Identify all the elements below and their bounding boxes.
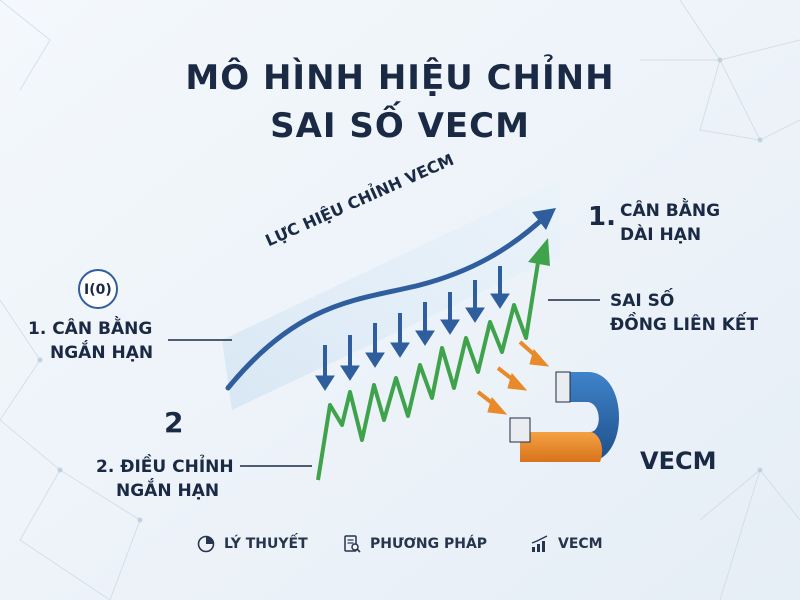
document-search-icon bbox=[344, 535, 361, 553]
down-arrow bbox=[490, 266, 510, 309]
orange-arrow bbox=[518, 340, 550, 367]
footer-label: PHƯƠNG PHÁP bbox=[370, 536, 488, 552]
step-number: 2 bbox=[164, 406, 184, 439]
i0-badge-text: I(0) bbox=[84, 282, 112, 298]
footer-item-theory[interactable]: LÝ THUYẾT bbox=[196, 534, 308, 554]
background-band bbox=[222, 180, 560, 410]
orange-arrow bbox=[496, 366, 528, 391]
down-arrow bbox=[465, 280, 485, 323]
pie-chart-icon bbox=[197, 535, 215, 553]
magnet-icon bbox=[509, 371, 620, 462]
cointegration-line-1: SAI SỐ bbox=[610, 291, 675, 311]
i0-badge-circle bbox=[78, 269, 118, 309]
down-arrow bbox=[390, 313, 410, 358]
short-run-arrowhead bbox=[528, 238, 550, 266]
short-eq-line-1: 1. CÂN BẰNG bbox=[28, 319, 153, 339]
vecm-force-arrow bbox=[225, 211, 551, 391]
footer-item-vecm[interactable]: VECM bbox=[530, 534, 603, 554]
cointegration-line-2: ĐỒNG LIÊN KẾT bbox=[610, 315, 759, 335]
correction-arrows bbox=[315, 266, 510, 391]
down-arrow bbox=[415, 302, 435, 346]
magnet-label: VECM bbox=[640, 447, 717, 475]
long-run-line-2: DÀI HẠN bbox=[620, 225, 702, 245]
short-adj-line-1: 2. ĐIỀU CHỈNH bbox=[96, 457, 234, 477]
down-arrow bbox=[440, 292, 460, 335]
title-line-1: MÔ HÌNH HIỆU CHỈNH bbox=[185, 58, 615, 98]
footer-item-method[interactable]: PHƯƠNG PHÁP bbox=[342, 534, 487, 554]
long-run-line-1: CÂN BẰNG bbox=[620, 201, 721, 221]
down-arrow bbox=[340, 335, 360, 381]
vecm-force-arrowhead bbox=[532, 208, 556, 230]
short-run-adjustment-line bbox=[316, 249, 542, 481]
footer-label: LÝ THUYẾT bbox=[224, 536, 308, 552]
down-arrow bbox=[315, 345, 335, 391]
short-adj-line-2: NGẮN HẠN bbox=[116, 481, 220, 501]
footer-label: VECM bbox=[558, 536, 603, 552]
long-run-number: 1. bbox=[588, 202, 616, 232]
attraction-arrows bbox=[476, 340, 550, 415]
title-line-2: SAI SỐ VECM bbox=[270, 106, 530, 146]
orange-arrow bbox=[476, 390, 508, 415]
down-arrow bbox=[365, 323, 385, 368]
short-eq-line-2: NGẮN HẠN bbox=[50, 343, 154, 363]
bar-chart-icon bbox=[531, 535, 548, 552]
